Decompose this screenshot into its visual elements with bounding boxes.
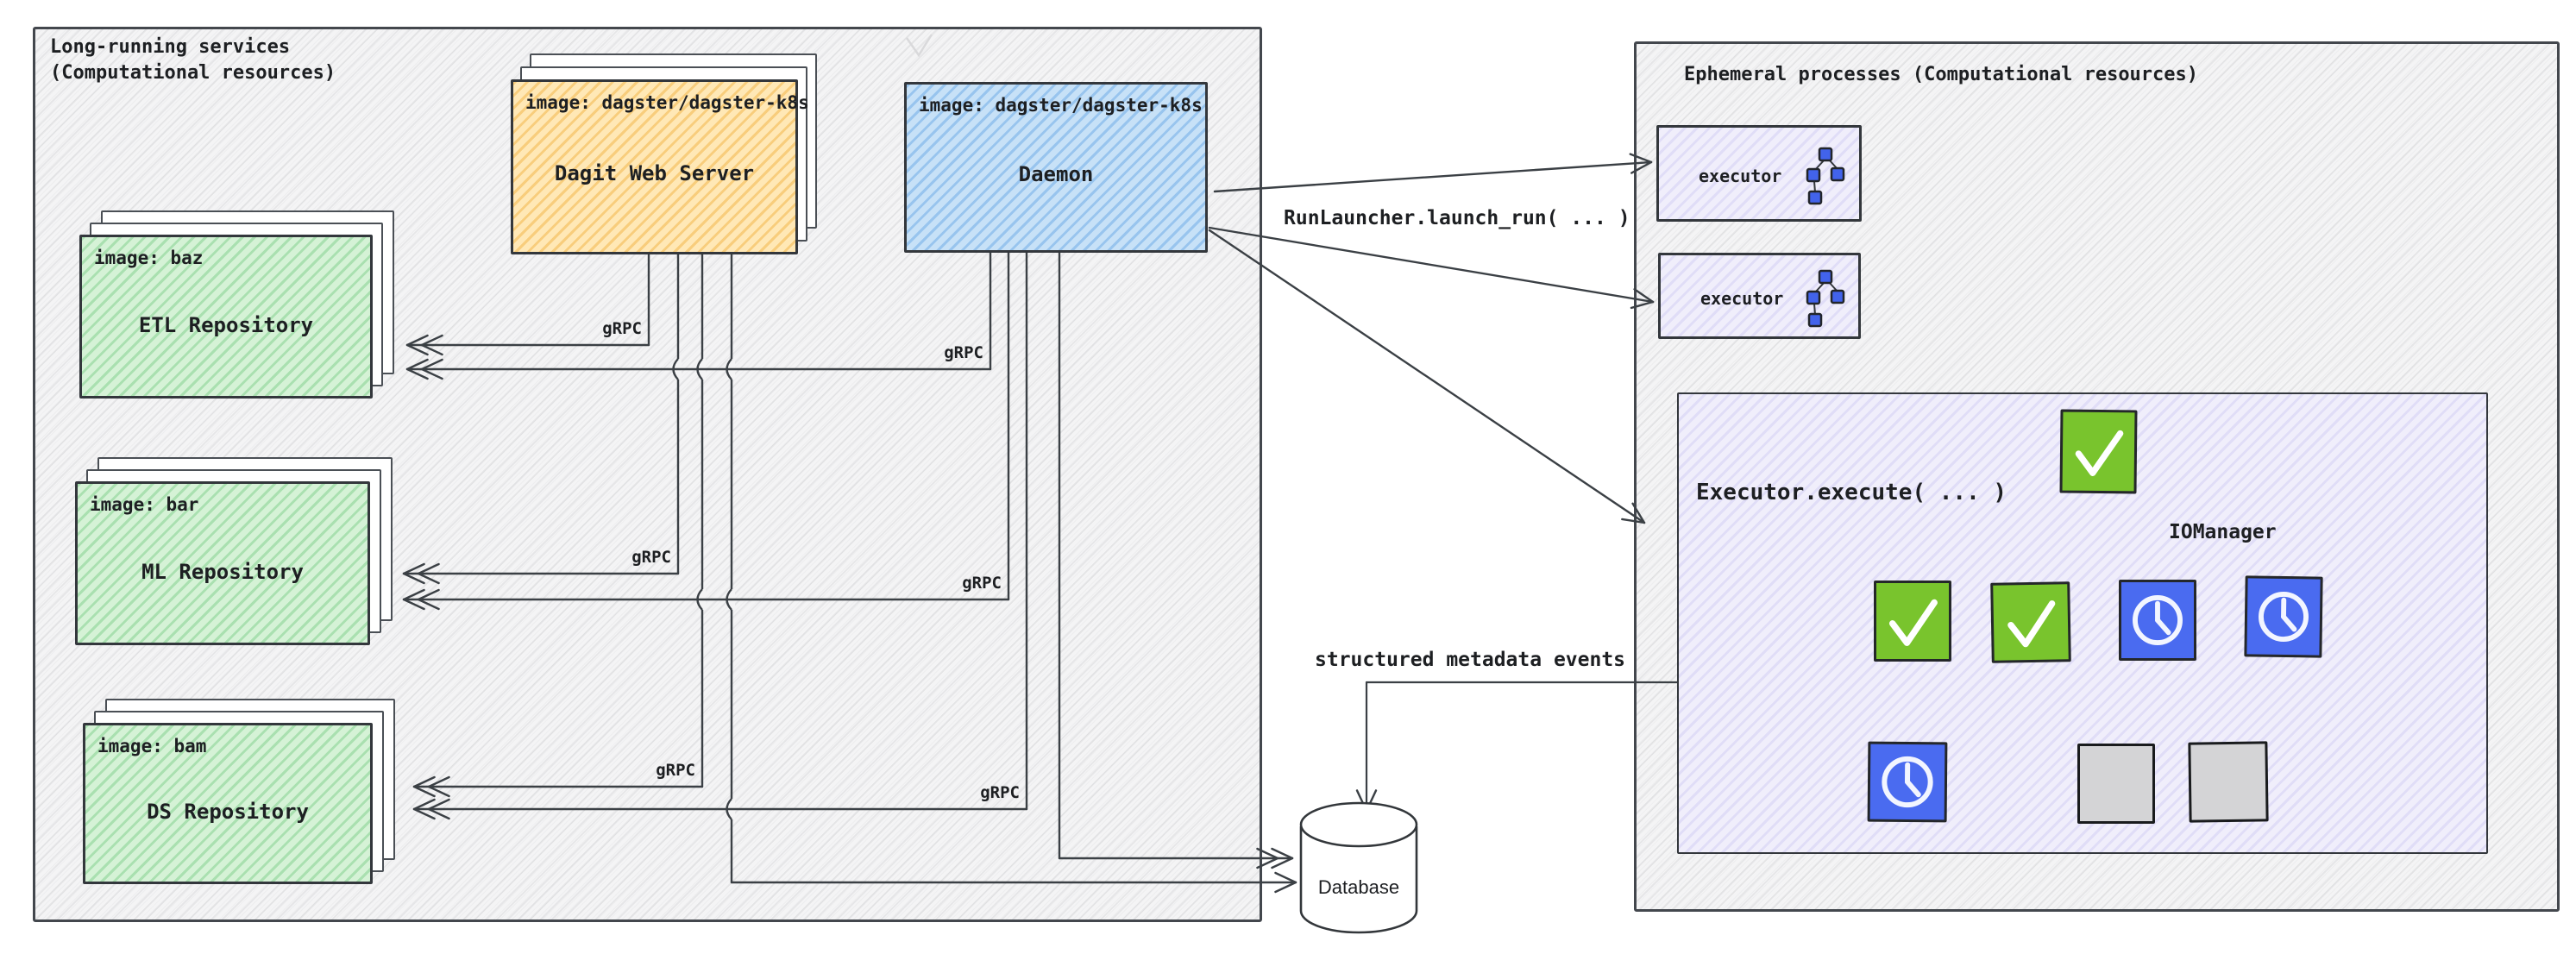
database-cylinder-top — [1299, 801, 1418, 848]
db-arrowhead — [1274, 871, 1297, 884]
dagit-web-server-node: image: dagster/dagster-k8s Dagit Web Ser… — [511, 79, 809, 254]
etl-repository-node: image: baz ETL Repository — [79, 235, 373, 399]
op-node-success — [1990, 581, 2071, 663]
op-node-skipped — [2077, 744, 2155, 824]
run-launcher-arrow — [1208, 226, 1655, 304]
ml-title: ML Repository — [141, 560, 304, 584]
db-arrowhead — [1271, 857, 1294, 869]
etl-title: ETL Repository — [138, 313, 314, 337]
op-node-pending — [2119, 580, 2196, 661]
grpc-label: gRPC — [602, 319, 642, 338]
check-icon — [1888, 599, 1938, 646]
op-node-success — [1874, 581, 1951, 662]
dagit-image-label: image: dagster/dagster-k8s — [525, 92, 809, 113]
etl-image-label: image: baz — [94, 248, 204, 268]
daemon-image-label: image: dagster/dagster-k8s — [919, 95, 1203, 116]
daemon-title: Daemon — [1018, 162, 1094, 186]
ds-title: DS Repository — [147, 800, 309, 824]
executor-box-1: executor — [1656, 125, 1862, 222]
io-manager-label: IOManager — [2169, 521, 2277, 543]
right-panel-title: Ephemeral processes (Computational resou… — [1684, 64, 2199, 85]
metadata-events-label: structured metadata events — [1315, 649, 1626, 671]
op-node-success — [2059, 409, 2138, 494]
op-node-pending — [1867, 741, 1948, 823]
grpc-label: gRPC — [631, 548, 671, 567]
op-node-pending — [2244, 575, 2323, 658]
clock-icon — [2133, 595, 2183, 645]
db-arrowhead — [1271, 847, 1294, 860]
ml-image-label: image: bar — [90, 494, 199, 515]
grpc-label: gRPC — [980, 783, 1020, 802]
dagit-title: Dagit Web Server — [554, 161, 755, 185]
run-launcher-label: RunLauncher.launch_run( ... ) — [1284, 207, 1630, 229]
executor-execute-title: Executor.execute( ... ) — [1696, 480, 2007, 505]
left-panel-title: Long-running services (Computational res… — [50, 36, 336, 84]
clock-icon — [2259, 592, 2309, 642]
executor-box-2: executor — [1658, 253, 1861, 339]
executor-dag-icon — [1806, 269, 1845, 328]
clock-icon — [1882, 756, 1933, 808]
grpc-label: gRPC — [962, 574, 1002, 593]
run-launcher-arrow — [1213, 160, 1653, 193]
metadata-arrowhead — [1355, 789, 1368, 813]
ds-image-label: image: bam — [97, 736, 207, 756]
database-label: Database — [1317, 876, 1400, 898]
executor-label: executor — [1700, 288, 1784, 309]
grpc-label: gRPC — [656, 761, 695, 780]
db-arrowhead — [1274, 881, 1297, 894]
run-launcher-arrow — [1208, 229, 1646, 524]
check-icon — [2075, 430, 2124, 477]
check-icon — [2007, 600, 2056, 648]
ml-repository-node: image: bar ML Repository — [75, 481, 370, 645]
executor-dag-icon — [1806, 147, 1845, 205]
ds-repository-node: image: bam DS Repository — [83, 723, 373, 884]
executor-label: executor — [1699, 166, 1782, 186]
metadata-arrowhead — [1365, 789, 1378, 813]
op-node-skipped — [2188, 741, 2269, 823]
daemon-node: image: dagster/dagster-k8s Daemon — [904, 82, 1208, 253]
grpc-label: gRPC — [944, 343, 983, 362]
